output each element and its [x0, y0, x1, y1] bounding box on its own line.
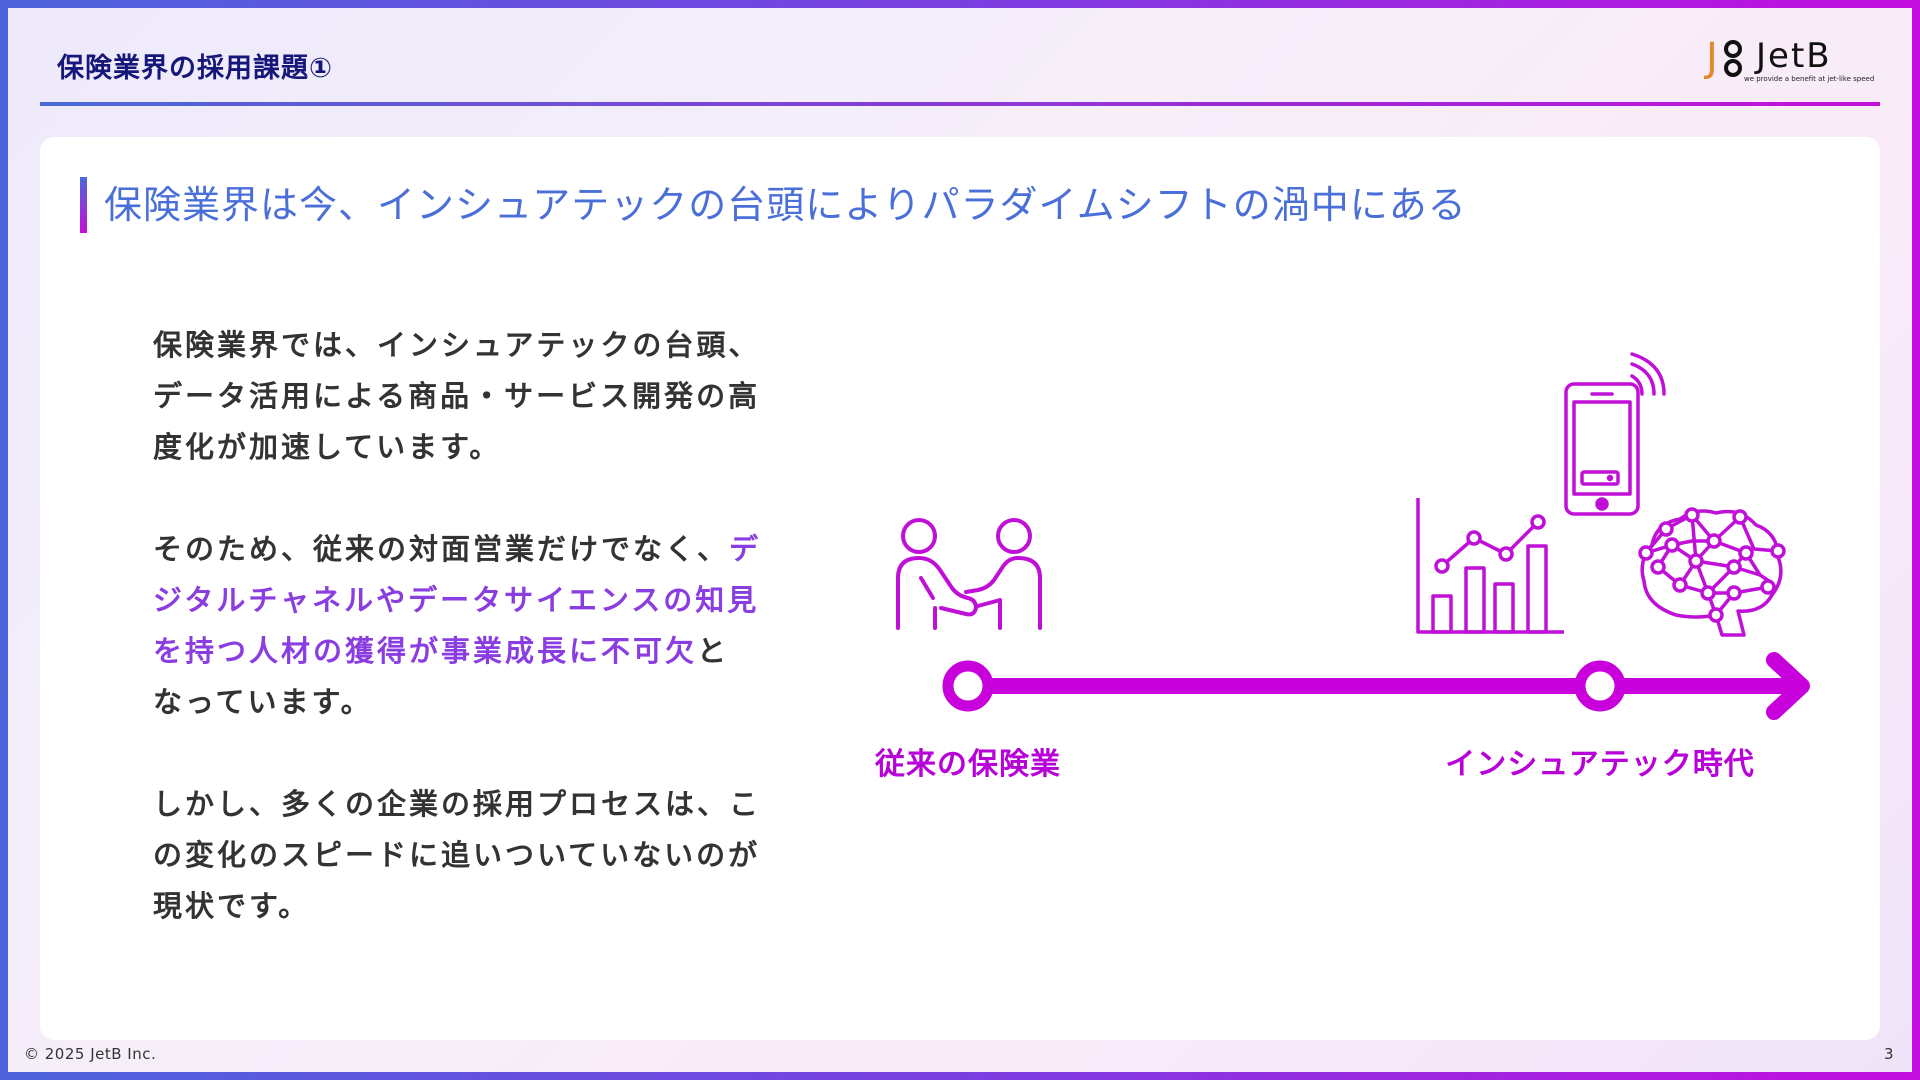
text-line: 度化が加速しています。	[153, 430, 502, 464]
copyright: © 2025 JetB Inc.	[24, 1045, 157, 1063]
logo-j-mark: J	[1706, 35, 1718, 81]
text-line: そのため、従来の対面営業だけでなく、デ	[153, 524, 833, 575]
paragraph-2: そのため、従来の対面営業だけでなく、デ ジタルチャネルやデータサイエンスの知見 …	[153, 524, 833, 728]
logo-tagline: we provide a benefit at jet-like speed	[1744, 75, 1875, 83]
handshake-icon	[896, 518, 1042, 630]
title-accent-bar	[80, 177, 87, 233]
paragraph-3: しかし、多くの企業の採用プロセスは、こ の変化のスピードに追いついていないのが …	[153, 779, 833, 932]
header-divider	[40, 102, 1880, 106]
ai-brain-network-icon	[1638, 507, 1786, 637]
smartphone-wifi-icon	[1564, 352, 1666, 516]
section-title: 保険業界は今、インシュアテックの台頭によりパラダイムシフトの渦中にある	[104, 183, 1467, 227]
timeline-end-label: インシュアテック時代	[1445, 747, 1755, 782]
bar-line-chart-icon	[1416, 498, 1564, 634]
jetb-logo: J JetB we provide a benefit at jet-like …	[1704, 38, 1874, 84]
logo-wordmark: JetB	[1756, 36, 1832, 76]
text-line: データ活用による商品・サービス開発の高	[153, 379, 761, 413]
text-segment: そのため、従来の対面営業だけでなく、	[153, 532, 730, 566]
logo-circle-icon	[1724, 40, 1742, 58]
slide-header-title: 保険業界の採用課題①	[57, 53, 333, 84]
text-line: 現状です。	[153, 889, 311, 923]
page-number: 3	[1884, 1045, 1894, 1063]
paragraph-1: 保険業界では、インシュアテックの台頭、 データ活用による商品・サービス開発の高 …	[153, 320, 833, 473]
text-line: 保険業界では、インシュアテックの台頭、	[153, 328, 761, 362]
content-card: 保険業界は今、インシュアテックの台頭によりパラダイムシフトの渦中にある 保険業界…	[40, 137, 1880, 1040]
text-segment: と	[697, 634, 730, 668]
highlight-text: ジタルチャネルやデータサイエンスの知見	[153, 583, 760, 617]
text-line: の変化のスピードに追いついていないのが	[153, 838, 761, 872]
highlight-text: デ	[729, 532, 762, 566]
timeline-start-label: 従来の保険業	[875, 747, 1061, 782]
text-line: しかし、多くの企業の採用プロセスは、こ	[153, 787, 762, 821]
logo-circle-icon	[1724, 59, 1742, 77]
text-line: を持つ人材の獲得が事業成長に不可欠と	[153, 626, 833, 677]
highlight-text: を持つ人材の獲得が事業成長に不可欠	[153, 634, 698, 668]
body-text: 保険業界では、インシュアテックの台頭、 データ活用による商品・サービス開発の高 …	[153, 320, 833, 983]
text-line: なっています。	[153, 685, 373, 719]
